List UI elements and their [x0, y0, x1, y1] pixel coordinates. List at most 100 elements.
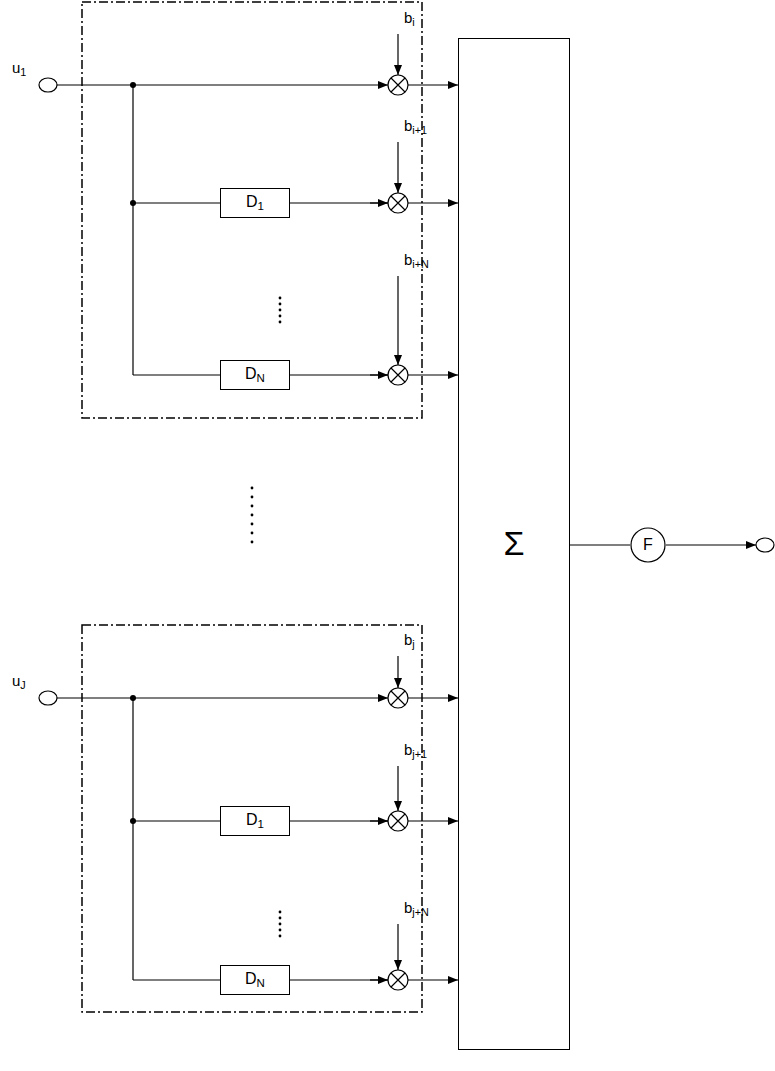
symbol-letter: u	[12, 59, 20, 76]
ellipsis-dot	[251, 532, 254, 535]
circle-outline	[631, 528, 665, 562]
node-text: DN	[245, 365, 265, 385]
input-terminal	[39, 691, 57, 705]
multiplier-symbol	[388, 193, 408, 213]
multiplier-symbol	[388, 688, 408, 708]
input-signal-label: uJ	[12, 673, 26, 692]
signal-wire	[408, 697, 458, 698]
signal-wire	[132, 85, 133, 375]
subscript: 1	[20, 66, 26, 78]
group-frame	[82, 2, 422, 418]
symbol-letter: b	[404, 117, 412, 134]
coefficient-arrow	[397, 924, 398, 970]
delay-box: DN	[220, 965, 290, 995]
subscript: j	[412, 638, 414, 650]
coefficient-label: bj	[404, 632, 415, 651]
subscript: 1	[258, 818, 264, 830]
coefficient-label: bi	[404, 10, 415, 29]
node-text: F	[643, 536, 653, 554]
signal-wire	[57, 697, 388, 698]
input-terminal	[39, 78, 774, 705]
input-terminal	[756, 538, 774, 552]
ellipsis-dot	[251, 496, 254, 499]
function-circle: F	[630, 527, 666, 563]
coefficient-arrow	[397, 34, 398, 75]
signal-wire	[370, 979, 388, 980]
signal-connector	[290, 979, 458, 980]
summation-box: Σ	[458, 38, 570, 1050]
multiplier-symbol	[388, 75, 408, 990]
group-frame	[82, 2, 422, 1012]
multiplier-symbol	[391, 973, 405, 987]
ellipsis-dot	[279, 297, 282, 300]
group-frame	[82, 625, 422, 1012]
multiplier-symbol	[388, 811, 408, 831]
ellipsis-dot	[279, 911, 282, 914]
signal-wire	[57, 84, 388, 85]
signal-wire	[370, 820, 388, 821]
multiplier-symbol	[388, 811, 408, 831]
coefficient-arrow	[397, 142, 398, 193]
subscript: N	[257, 977, 265, 989]
ellipsis-dot	[251, 487, 254, 490]
multiplier-symbol	[391, 814, 405, 828]
multiplier-symbol	[391, 368, 405, 382]
multiplier-symbol	[388, 75, 408, 95]
signal-wire	[133, 979, 220, 980]
symbol-letter: b	[404, 899, 412, 916]
symbol-letter: F	[643, 536, 653, 553]
ellipsis-dot	[279, 315, 282, 318]
ellipsis-dot	[279, 917, 282, 920]
signal-wire	[370, 202, 388, 203]
signal-wire	[408, 84, 458, 85]
junction-dot	[130, 695, 136, 701]
coefficient-arrow	[397, 766, 398, 811]
node-text: D1	[246, 193, 264, 213]
delay-box: D1	[220, 806, 290, 836]
signal-connector	[570, 544, 630, 545]
delay-box: D1	[220, 188, 290, 218]
ellipsis-dot	[279, 321, 282, 324]
coefficient-arrow	[397, 276, 398, 365]
subscript: N	[257, 372, 265, 384]
coefficient-label: bj+1	[404, 742, 427, 761]
junction-dot	[130, 82, 136, 88]
multiplier-symbol	[388, 75, 408, 95]
symbol-letter: b	[404, 251, 412, 268]
signal-wire	[370, 374, 388, 375]
symbol-letter: u	[12, 672, 20, 689]
node-text: Σ	[503, 525, 524, 562]
signal-connector	[290, 820, 458, 821]
signal-wire	[132, 698, 133, 980]
junction-dot	[130, 200, 136, 206]
symbol-letter: D	[246, 193, 258, 210]
subscript: i	[412, 16, 414, 28]
subscript: J	[20, 679, 25, 691]
symbol-letter: D	[245, 970, 257, 987]
signal-connector	[290, 374, 458, 375]
node-text: DN	[245, 970, 265, 990]
multiplier-symbol	[391, 691, 405, 705]
signal-wire	[57, 85, 756, 980]
input-terminal	[39, 78, 57, 92]
subscript: i+1	[412, 124, 427, 136]
signal-connector	[290, 202, 458, 203]
symbol-letter: D	[245, 365, 257, 382]
input-signal-label: u1	[12, 60, 26, 79]
symbol-letter: b	[404, 741, 412, 758]
ellipsis-dot	[279, 935, 282, 938]
multiplier-symbol	[391, 196, 405, 210]
ellipsis-dot	[251, 505, 254, 508]
ellipsis-dot	[251, 523, 254, 526]
symbol-letter: b	[404, 631, 412, 648]
symbol-letter: b	[404, 9, 412, 26]
signal-wire	[666, 544, 756, 545]
symbol-letter: Σ	[503, 524, 524, 562]
multiplier-symbol	[388, 688, 408, 708]
multiplier-symbol	[391, 78, 405, 92]
coefficient-label: bi+N	[404, 252, 429, 271]
coefficient-arrow	[397, 656, 398, 688]
ellipsis-dot	[251, 514, 254, 517]
junction-dot	[130, 82, 136, 824]
